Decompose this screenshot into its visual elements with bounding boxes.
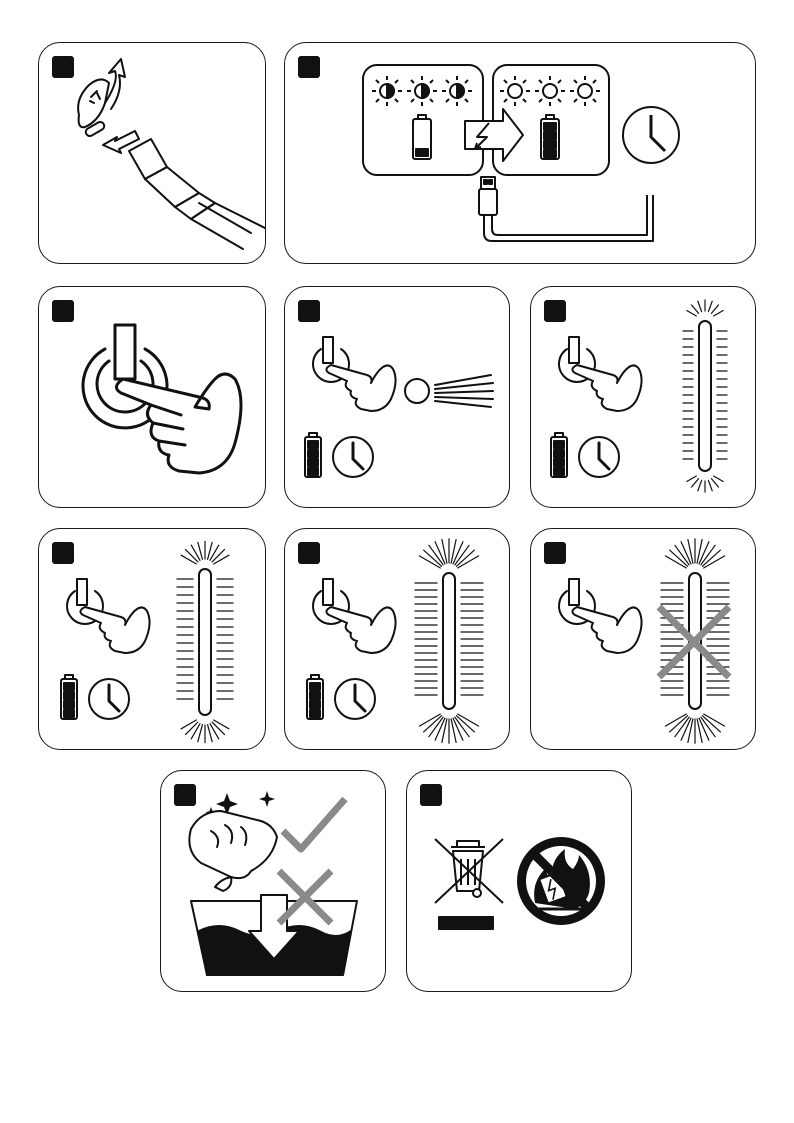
- disposal-illustration: [407, 771, 632, 992]
- clock-icon: [623, 107, 679, 163]
- clock-icon: [89, 679, 129, 719]
- clock-icon: [333, 437, 373, 477]
- usb-plug-icon: [479, 177, 653, 241]
- glow-ray: [185, 722, 197, 734]
- glow-ray: [687, 311, 697, 317]
- panel-usb-port: [38, 42, 266, 264]
- glow-ray: [185, 549, 197, 561]
- pressing-hand-icon: [116, 374, 241, 473]
- spot-mode-illustration: [285, 287, 510, 508]
- usb-c-cable-icon: [129, 139, 266, 249]
- pressing-hand-icon: [572, 607, 641, 653]
- glow-ray: [212, 722, 224, 734]
- dot-light-icon: [405, 375, 493, 407]
- check-icon: [283, 799, 345, 849]
- charging-illustration: [285, 43, 756, 264]
- glow-ray: [711, 479, 718, 487]
- usb-connect-illustration: [39, 43, 266, 264]
- cross-icon: [659, 607, 729, 677]
- glow-ray: [708, 301, 712, 311]
- battery-full-icon: [61, 675, 77, 719]
- battery-full-icon: [307, 675, 323, 719]
- pressing-hand-icon: [80, 607, 149, 653]
- glow-ray: [181, 720, 196, 729]
- medium-mode-illustration: [39, 529, 266, 750]
- glow-ray: [698, 301, 702, 311]
- panel-high-mode: [284, 528, 510, 750]
- power-on-illustration: [39, 287, 266, 508]
- low-mode-illustration: [531, 287, 756, 508]
- panel-medium-mode: [38, 528, 266, 750]
- glow-ray: [711, 305, 718, 313]
- glow-ray: [212, 549, 224, 561]
- glow-ray: [181, 555, 196, 564]
- usb-port-cover-icon: [78, 79, 109, 137]
- pressing-hand-icon: [326, 607, 395, 653]
- glow-ray: [214, 720, 229, 729]
- light-bar-bright-icon: [415, 539, 483, 743]
- panel-low-mode: [530, 286, 756, 508]
- panel-cleaning: [160, 770, 386, 992]
- glow-ray: [692, 479, 699, 487]
- brightness-half-icon: [372, 76, 472, 106]
- water-basin-icon: [191, 895, 357, 975]
- battery-low-icon: [413, 115, 431, 159]
- panel-spot-mode: [284, 286, 510, 508]
- pressing-hand-icon: [572, 365, 641, 411]
- glow-ray: [714, 476, 724, 482]
- panel-disposal: [406, 770, 632, 992]
- glow-ray: [214, 555, 229, 564]
- light-bar-dim-icon: [683, 300, 727, 492]
- battery-full-icon: [305, 433, 321, 477]
- panel-power-on: [38, 286, 266, 508]
- power-off-illustration: [531, 529, 756, 750]
- panel-charging: [284, 42, 756, 264]
- high-mode-illustration: [285, 529, 510, 750]
- glow-ray: [698, 480, 702, 490]
- light-bar-medium-icon: [177, 541, 233, 742]
- panel-off: [530, 528, 756, 750]
- cleaning-illustration: [161, 771, 386, 992]
- battery-full-icon: [541, 115, 559, 159]
- glow-ray: [692, 305, 699, 313]
- battery-full-icon: [551, 433, 567, 477]
- pressing-hand-icon: [326, 365, 395, 411]
- brightness-full-icon: [500, 76, 600, 106]
- glow-ray: [708, 480, 712, 490]
- cleaning-cloth-hand-icon: [189, 811, 277, 891]
- glow-ray: [687, 476, 697, 482]
- clock-icon: [335, 679, 375, 719]
- no-fire-battery-icon: [517, 837, 605, 925]
- clock-icon: [579, 437, 619, 477]
- glow-ray: [714, 311, 724, 317]
- crossed-bin-weee-icon: [435, 839, 503, 929]
